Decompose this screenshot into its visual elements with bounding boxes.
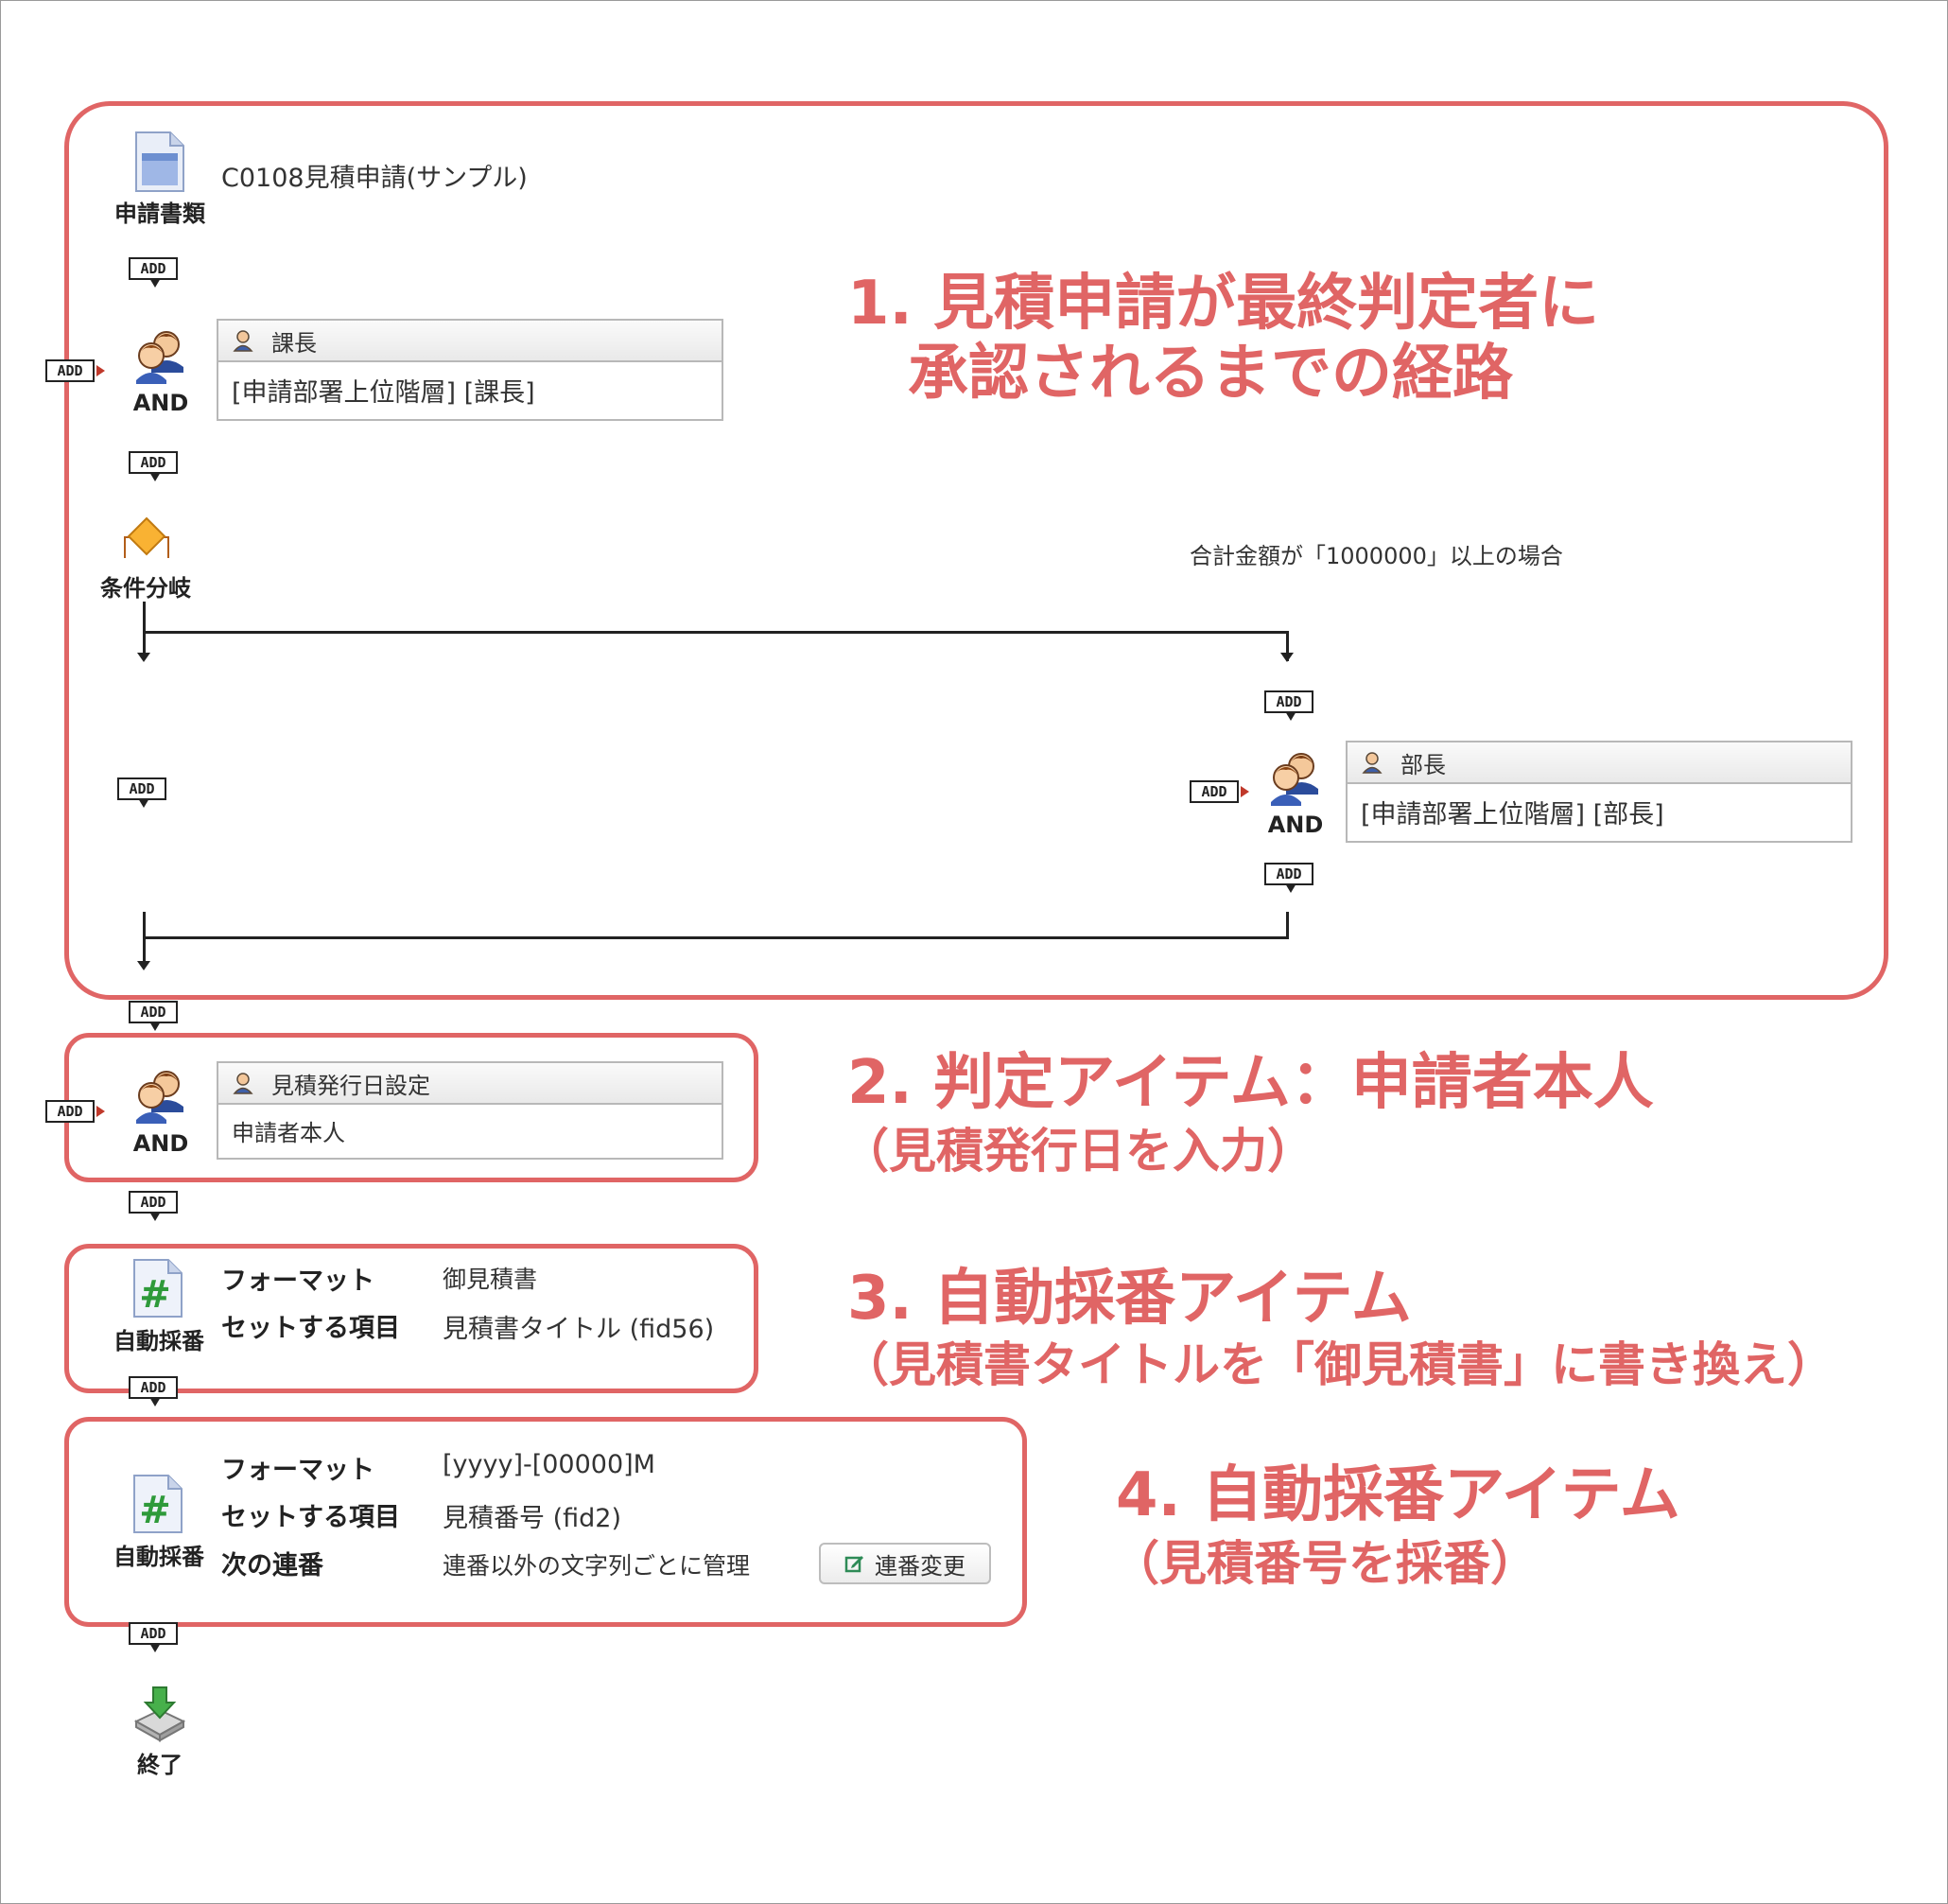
auto-number-icon[interactable]: # [132, 1474, 183, 1534]
merge-right-rise [1286, 912, 1289, 939]
document-title[interactable]: C0108見積申請(サンプル) [221, 164, 528, 193]
annotation-3-subtitle: （見積書タイトルを「御見積書」に書き換え） [842, 1337, 1835, 1392]
end-icon[interactable] [130, 1684, 189, 1742]
branch-right-drop [1286, 631, 1289, 661]
document-icon[interactable] [134, 131, 185, 193]
add-button[interactable]: ADD [129, 451, 178, 485]
end-label: 終了 [137, 1752, 183, 1778]
format-label: フォーマット [221, 1266, 374, 1296]
approval-target: [申請部署上位階層] [課長] [232, 378, 535, 408]
approval-mode-label: AND [1267, 812, 1324, 838]
add-button[interactable]: ADD [129, 1001, 178, 1035]
approvers-icon[interactable] [1265, 749, 1324, 808]
approval-mode-label: AND [132, 1130, 189, 1157]
field-value: 見積番号 (fid2) [443, 1504, 621, 1533]
arrow-head [137, 653, 150, 662]
approval-card-kacho[interactable]: 課長 [申請部署上位階層] [課長] [217, 319, 723, 421]
approval-target: [申請部署上位階層] [部長] [1361, 800, 1664, 830]
add-button[interactable]: ADD [129, 1191, 178, 1225]
condition-branch-icon[interactable] [117, 516, 176, 560]
auto-number-label: 自動採番 [113, 1544, 204, 1570]
add-side-button[interactable]: ADD [45, 358, 105, 382]
approvers-icon[interactable] [130, 1067, 189, 1126]
approval-target: 申請者本人 [232, 1120, 345, 1146]
add-side-button[interactable]: ADD [1190, 778, 1249, 803]
annotation-4-subtitle: （見積番号を採番） [1112, 1536, 1538, 1591]
format-value: [yyyy]-[00000]M [443, 1450, 655, 1479]
field-label: セットする項目 [221, 1314, 400, 1343]
approval-role: 見積発行日設定 [271, 1072, 430, 1099]
field-value: 見積書タイトル (fid56) [443, 1315, 715, 1344]
branch-label: 条件分岐 [100, 575, 191, 602]
next-number-value: 連番以外の文字列ごとに管理 [443, 1552, 751, 1580]
user-icon [1361, 751, 1383, 774]
annotation-1-title: 1. 見積申請が最終判定者に [847, 269, 1600, 339]
add-side-button[interactable]: ADD [45, 1098, 105, 1123]
add-button[interactable]: ADD [117, 777, 166, 812]
add-button[interactable]: ADD [129, 257, 178, 291]
user-icon [232, 1072, 254, 1094]
arrow-head [1280, 653, 1294, 662]
branch-condition: 合計金額が「1000000」以上の場合 [1190, 543, 1563, 569]
change-sequence-button[interactable]: 連番変更 [819, 1543, 991, 1584]
auto-number-label: 自動採番 [113, 1328, 204, 1354]
merge-bottom-bar [143, 936, 1289, 939]
annotation-3-title: 3. 自動採番アイテム [847, 1264, 1412, 1334]
format-label: フォーマット [221, 1456, 374, 1485]
branch-top-bar [143, 631, 1289, 634]
approval-card-bucho[interactable]: 部長 [申請部署上位階層] [部長] [1346, 741, 1852, 843]
highlight-autonum-number [64, 1417, 1027, 1627]
svg-text:#: # [139, 1273, 171, 1317]
highlight-autonum-title [64, 1244, 758, 1393]
annotation-2-subtitle: （見積発行日を入力） [842, 1124, 1314, 1179]
approval-mode-label: AND [132, 390, 189, 416]
format-value: 御見積書 [443, 1266, 538, 1293]
auto-number-icon[interactable]: # [132, 1258, 183, 1319]
annotation-1-subtitle: 承認されるまでの経路 [908, 339, 1513, 409]
edit-icon [844, 1553, 865, 1574]
approval-card-self[interactable]: 見積発行日設定 申請者本人 [217, 1061, 723, 1160]
add-button[interactable]: ADD [129, 1622, 178, 1656]
approvers-icon[interactable] [130, 327, 189, 386]
user-icon [232, 329, 254, 352]
branch-left-stem [143, 602, 146, 656]
highlight-route [64, 101, 1888, 1000]
svg-text:#: # [139, 1489, 171, 1532]
next-number-label: 次の連番 [221, 1551, 323, 1581]
add-button[interactable]: ADD [129, 1376, 178, 1410]
merge-left-stem [143, 912, 146, 967]
add-button[interactable]: ADD [1264, 863, 1313, 897]
arrow-head [137, 961, 150, 970]
approval-role: 課長 [271, 329, 317, 357]
annotation-2-title: 2. 判定アイテム：申請者本人 [847, 1048, 1654, 1118]
field-label: セットする項目 [221, 1503, 400, 1532]
document-label: 申請書類 [114, 201, 205, 227]
add-button[interactable]: ADD [1264, 690, 1313, 725]
annotation-4-title: 4. 自動採番アイテム [1116, 1460, 1680, 1530]
approval-role: 部長 [1400, 751, 1446, 778]
